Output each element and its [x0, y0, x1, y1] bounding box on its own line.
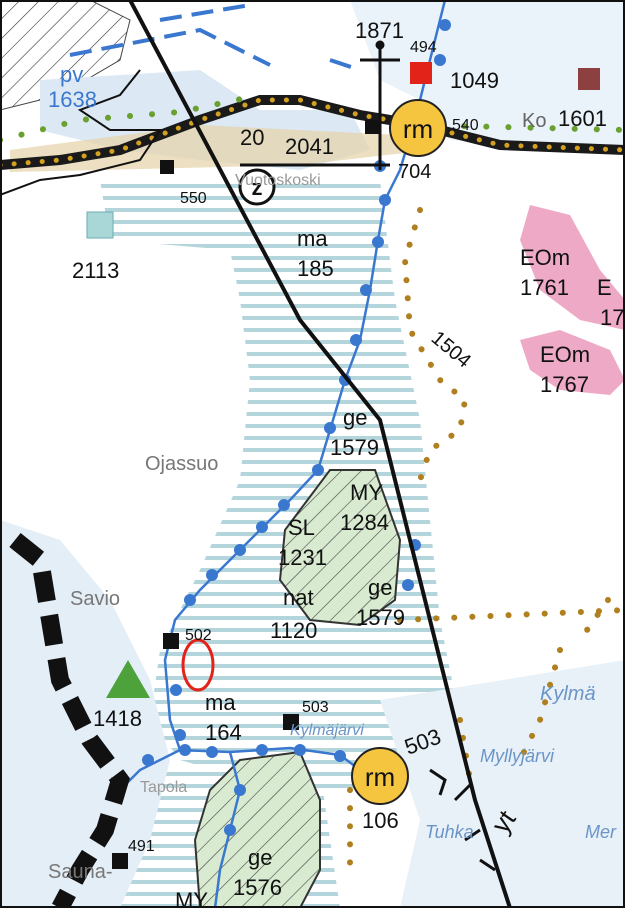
- label-1049: 1049: [450, 68, 499, 93]
- hatched-area-bottom: [193, 750, 321, 908]
- label-vuotoskoski: Vuotoskoski: [235, 172, 321, 189]
- label-1871: 1871: [355, 18, 404, 43]
- black-square-502: [163, 633, 179, 649]
- label-sauna: Sauna-: [48, 861, 113, 883]
- label-502: 502: [185, 627, 212, 644]
- label-myllyjarvi: Myllyjärvi: [480, 746, 555, 766]
- rm-circle-icon-top: [389, 99, 447, 157]
- label-ma1: ma: [297, 226, 328, 251]
- teal-square-icon: [86, 211, 114, 239]
- label-ge3-num: 1576: [233, 875, 282, 900]
- label-ma2-num: 164: [205, 720, 242, 745]
- label-tuhka: Tuhka: [425, 822, 474, 842]
- label-1418: 1418: [93, 706, 142, 731]
- rm-label-bottom: rm: [365, 762, 395, 792]
- road-line: [128, 0, 512, 908]
- label-491: 491: [128, 838, 155, 855]
- brown-square-icon: [578, 68, 600, 90]
- water-area-top-right: [350, 0, 625, 150]
- label-savio: Savio: [70, 588, 120, 610]
- label-ge2: ge: [368, 575, 392, 600]
- label-540: 540: [452, 117, 479, 134]
- label-20: 20: [240, 125, 264, 150]
- label-ge2-num: 1579: [356, 605, 405, 630]
- label-my: MY: [350, 480, 383, 505]
- label-my-num: 1284: [340, 510, 389, 535]
- label-pv-num: 1638: [48, 87, 97, 112]
- label-1601: 1601: [558, 106, 607, 131]
- black-square-503: [283, 714, 299, 730]
- label-sl-num: 1231: [278, 545, 327, 570]
- label-kylmajarvi: Kylmäjärvi: [290, 722, 364, 739]
- label-my2: MY: [175, 888, 208, 908]
- label-494: 494: [410, 39, 437, 56]
- antenna-tower-icon: [360, 40, 400, 100]
- label-kylma: Kylmä: [540, 683, 596, 705]
- label-ma2: ma: [205, 690, 236, 715]
- label-eom1: EOm: [520, 245, 570, 270]
- label-pv: pv: [60, 62, 83, 87]
- label-ojassuo: Ojassuo: [145, 453, 218, 475]
- hatched-area-center: [278, 469, 402, 627]
- label-eom2-num: 1767: [540, 372, 589, 397]
- blue-dashed-boundary: [69, 3, 361, 72]
- label-ge3: ge: [248, 845, 272, 870]
- tan-strip: [10, 125, 430, 172]
- black-square-top: [365, 120, 379, 134]
- label-nat-num: 1120: [270, 618, 317, 643]
- label-2113: 2113: [72, 258, 119, 283]
- highlight-ellipse-icon: [181, 638, 215, 692]
- label-ma1-num: 185: [297, 256, 334, 281]
- red-square-icon: [410, 62, 432, 84]
- road-branch: [240, 100, 390, 170]
- label-eom-e: E: [597, 275, 612, 300]
- label-eom2: EOm: [540, 342, 590, 367]
- eom-area-2: [520, 330, 625, 395]
- black-boundary-left: [0, 69, 162, 196]
- label-ge1-num: 1579: [330, 435, 379, 460]
- main-boundary-line: [0, 95, 625, 170]
- label-mer: Mer: [585, 822, 617, 842]
- label-eom1-num: 1761: [520, 275, 569, 300]
- water-area-lower-right: [380, 660, 625, 908]
- green-triangle-icon: [106, 660, 150, 698]
- label-ge1: ge: [343, 405, 367, 430]
- black-square-491: [112, 853, 128, 869]
- green-dot-boundary: [0, 92, 625, 143]
- label-106: 106: [362, 808, 399, 833]
- z-circle-icon: [238, 168, 276, 206]
- dashed-boundary-left: [9, 532, 130, 908]
- label-704: 704: [398, 161, 431, 183]
- label-nat: nat: [283, 585, 314, 610]
- label-eom-17: 17: [600, 305, 624, 330]
- label-550: 550: [180, 190, 207, 207]
- black-square-550: [160, 160, 174, 174]
- rm-label-top: rm: [403, 114, 433, 144]
- eom-area-1: [520, 205, 625, 330]
- striped-conservation-area: [100, 180, 460, 790]
- bracket-lines: [429, 768, 496, 872]
- label-sl: SL: [288, 515, 315, 540]
- label-503a: 503: [302, 699, 329, 716]
- label-tapola: Tapola: [140, 779, 187, 796]
- hatched-area-top-left: [0, 0, 131, 111]
- label-ko: Ko: [522, 110, 546, 132]
- z-label: z: [252, 175, 263, 200]
- label-2041: 2041: [285, 134, 334, 159]
- dotted-boundary-brown: [347, 207, 625, 873]
- rm-circle-icon-bottom: [351, 747, 409, 805]
